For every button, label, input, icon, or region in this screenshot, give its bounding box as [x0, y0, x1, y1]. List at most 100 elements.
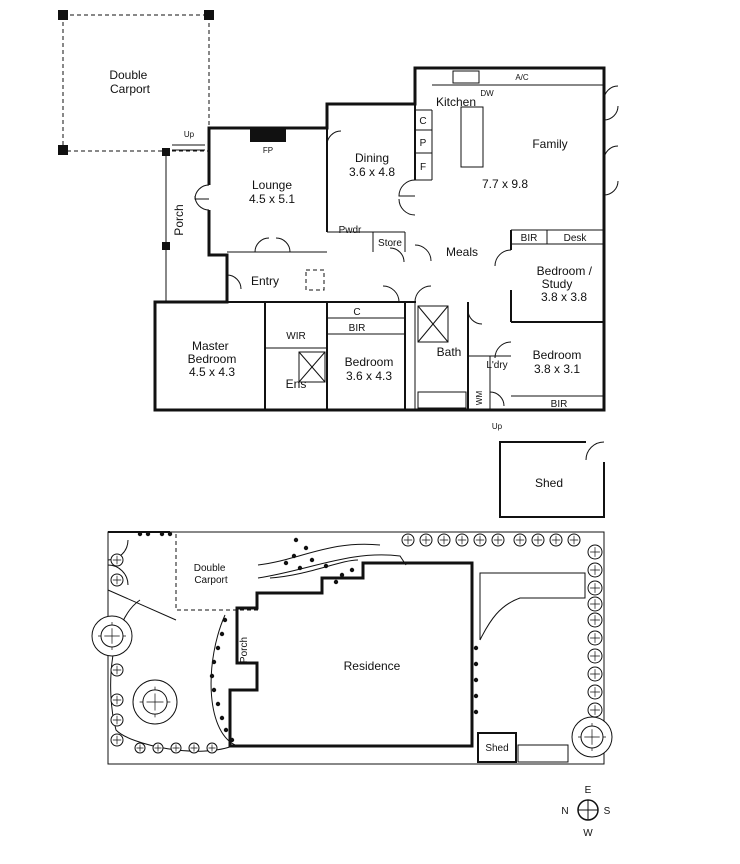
- shrub-right-1-detail: [590, 565, 600, 575]
- shrub-left-3-detail: [112, 665, 122, 675]
- entry-label: Entry: [251, 274, 279, 288]
- garden-dot-15: [211, 687, 217, 693]
- garden-dot-4: [297, 565, 303, 571]
- meals-label: Meals: [446, 245, 478, 259]
- site-carport-label: Double Carport: [194, 563, 228, 586]
- fence-dot-4: [473, 709, 479, 715]
- porch-up-label: Up: [184, 130, 195, 139]
- kitchen-label: Kitchen: [436, 95, 476, 109]
- shrub-right-2-detail: [590, 583, 600, 593]
- room-labels: Lounge 4.5 x 5.1 Dining 3.6 x 4.8 Kitche…: [188, 73, 596, 431]
- shrub-bottom-1-detail: [154, 744, 162, 752]
- fridge-label: F: [420, 162, 426, 173]
- store-label: Store: [378, 238, 402, 249]
- garden-dot-9: [333, 579, 339, 585]
- wm-label: WM: [475, 391, 484, 406]
- residence-label: Residence: [344, 659, 401, 673]
- carport-label-2: Carport: [110, 82, 151, 96]
- lounge-label: Lounge: [252, 178, 292, 192]
- shrub-bottom-3-detail: [190, 744, 198, 752]
- carport-label: Double Carport: [109, 68, 150, 96]
- fireplace: [250, 128, 286, 142]
- carport-label-1: Double: [109, 68, 147, 82]
- bedroom-study-label-1: Bedroom /: [537, 264, 593, 278]
- site-shed: [477, 732, 517, 763]
- ens-label: Ens: [286, 377, 307, 391]
- site-porch-label: Porch: [239, 637, 250, 663]
- garden-dot-19: [229, 737, 235, 743]
- compass-n: N: [561, 806, 568, 817]
- fp-label: FP: [263, 146, 273, 155]
- wir-label: WIR: [286, 331, 305, 342]
- site-carport-label-2: Carport: [194, 575, 228, 586]
- master-label: Master Bedroom: [188, 339, 237, 366]
- shed-label: Shed: [535, 476, 563, 490]
- garden-dot-16: [215, 701, 221, 707]
- fence-dot-1: [473, 661, 479, 667]
- shrub-top-2-detail: [439, 535, 449, 545]
- garden-dot-10: [222, 617, 228, 623]
- bedroom-dim: 3.6 x 4.3: [346, 369, 392, 383]
- tree-inner-0-detail: [104, 628, 120, 644]
- shrub-top-1-detail: [421, 535, 431, 545]
- bedroom-study-label: Bedroom / Study: [537, 264, 596, 291]
- carport: Double Carport: [58, 10, 214, 155]
- garden-dot-18: [223, 727, 229, 733]
- compass-e: E: [585, 785, 592, 796]
- carport-post-1: [145, 531, 151, 537]
- lounge-dim: 4.5 x 5.1: [249, 192, 295, 206]
- dw-label: DW: [480, 89, 494, 98]
- shrub-bottom-4-detail: [208, 744, 216, 752]
- garden-dot-0: [293, 537, 299, 543]
- shrub-left-1-detail: [112, 575, 122, 585]
- shrub-top-8-detail: [551, 535, 561, 545]
- bedroom2-label: Bedroom: [533, 348, 582, 362]
- shrub-bottom-0-detail: [136, 744, 144, 752]
- bir-study-label: BIR: [521, 233, 538, 244]
- pantry-label: P: [420, 138, 427, 149]
- family-label: Family: [532, 137, 567, 151]
- shrub-right-6-detail: [590, 651, 600, 661]
- laundry-label: L'dry: [486, 360, 507, 371]
- shrub-left-6-detail: [112, 735, 122, 745]
- garden-dot-13: [211, 659, 217, 665]
- garden-dot-11: [219, 631, 225, 637]
- carport-post-3: [167, 531, 173, 537]
- garden-dot-2: [291, 553, 297, 559]
- dining-label: Dining: [355, 151, 389, 165]
- porch-label: Porch: [172, 204, 186, 235]
- garden-dot-6: [323, 563, 329, 569]
- garden-dot-1: [303, 545, 309, 551]
- garden-dot-3: [309, 557, 315, 563]
- shrub-right-8-detail: [590, 687, 600, 697]
- shrub-bottom-2-detail: [172, 744, 180, 752]
- master-label-1: Master: [192, 339, 229, 353]
- bedroom-study-label-2: Study: [542, 277, 573, 291]
- shed: Shed: [499, 441, 605, 518]
- bedroom2-dim: 3.8 x 3.1: [534, 362, 580, 376]
- family-dim: 7.7 x 9.8: [482, 177, 528, 191]
- compass: E N S W: [561, 785, 610, 839]
- carport-post-0: [137, 531, 143, 537]
- fence-dot-2: [473, 677, 479, 683]
- ac-label: A/C: [515, 73, 529, 82]
- shrub-top-4-detail: [475, 535, 485, 545]
- bedroom-label: Bedroom: [345, 355, 394, 369]
- garden-dot-5: [283, 560, 289, 566]
- shrub-right-3-detail: [590, 599, 600, 609]
- bedroom-study-dim: 3.8 x 3.8: [541, 290, 587, 304]
- porch: Up Porch: [162, 130, 205, 302]
- site-shed-label: Shed: [485, 743, 508, 754]
- shrub-top-3-detail: [457, 535, 467, 545]
- dining-dim: 3.6 x 4.8: [349, 165, 395, 179]
- interior-walls: [227, 70, 604, 410]
- shrub-right-0-detail: [590, 547, 600, 557]
- site-plan: Double Carport Residence Porch Shed: [107, 531, 605, 765]
- shrub-top-7-detail: [533, 535, 543, 545]
- carport-post-2: [159, 531, 165, 537]
- garden-dot-17: [219, 715, 225, 721]
- compass-w: W: [583, 828, 593, 839]
- shrub-right-7-detail: [590, 669, 600, 679]
